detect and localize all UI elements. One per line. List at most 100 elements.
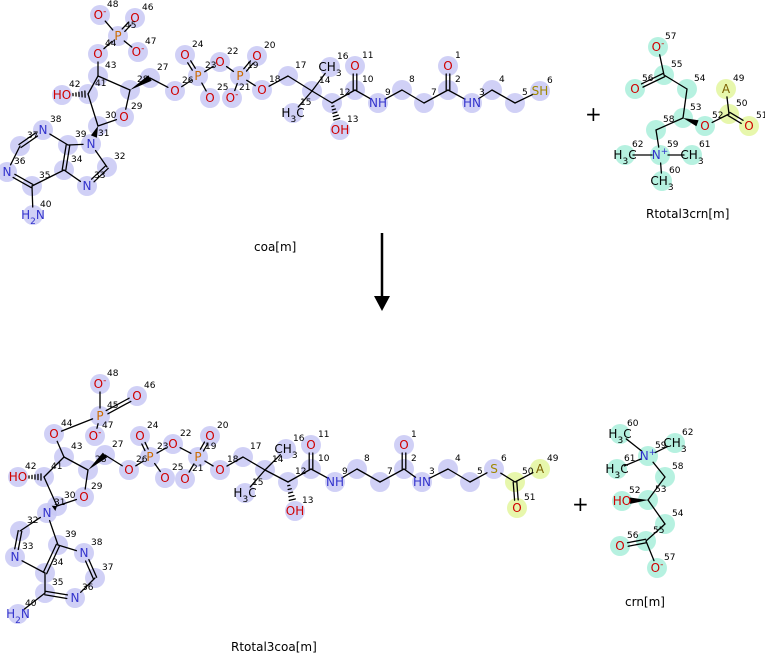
atom-index: 24 — [147, 421, 159, 431]
compound-name-coa: coa[m] — [254, 240, 296, 254]
atom-label-p: P — [96, 409, 103, 423]
single-bond — [663, 74, 688, 90]
single-bond — [682, 88, 688, 119]
atom-index: 22 — [180, 429, 191, 439]
atom-index: 49 — [547, 454, 559, 464]
atom-index: 9 — [385, 88, 391, 98]
single-bond — [514, 472, 534, 483]
atom-index: 36 — [82, 583, 94, 593]
single-bond — [96, 423, 99, 429]
single-bond — [647, 476, 666, 501]
atom-label-o: O — [630, 82, 639, 96]
single-bond — [287, 468, 312, 483]
single-bond — [201, 82, 207, 92]
atom-index: 33 — [22, 542, 33, 552]
atom-label-o: O — [350, 59, 359, 73]
single-bond — [423, 89, 449, 104]
atom-label-h3c: H3C — [608, 427, 631, 446]
single-bond — [9, 145, 21, 166]
atom-label-n-plus: N+ — [652, 147, 669, 162]
hash-bond — [331, 105, 335, 108]
atom-label-n-plus: N+ — [640, 448, 657, 463]
atom-label-n: N — [71, 591, 80, 605]
atom-label-n: N — [87, 137, 96, 151]
atom-highlight — [652, 171, 672, 191]
atom-label-p: P — [236, 69, 243, 83]
double-bond — [93, 167, 109, 183]
atom-highlight — [90, 5, 110, 25]
atom-index: 16 — [337, 52, 349, 62]
atom-label-ch3: CH3 — [680, 148, 703, 167]
atom-index: 11 — [362, 51, 373, 61]
atom-label-o: O — [119, 110, 128, 124]
atom-index: 16 — [293, 434, 305, 444]
hash-bond — [287, 491, 294, 494]
double-bond — [61, 144, 67, 171]
atom-index: 51 — [524, 493, 535, 503]
atom-index: 18 — [269, 75, 281, 85]
atom-label-o: O — [49, 427, 58, 441]
atom-highlight — [252, 80, 272, 100]
atom-highlight — [188, 66, 208, 86]
double-bond — [14, 530, 19, 550]
atom-label-n: N — [39, 123, 48, 137]
atom-highlight — [23, 205, 43, 225]
single-bond — [43, 456, 65, 478]
atom-label-n: N — [80, 546, 89, 560]
atom-index: 25 — [172, 463, 183, 473]
atom-index: 38 — [50, 115, 62, 125]
atom-label-o: O — [257, 83, 266, 97]
hash-bond — [287, 484, 291, 487]
atom-highlight — [81, 134, 101, 154]
hash-bond — [288, 494, 295, 498]
hash-bond — [332, 111, 338, 114]
atom-index: 36 — [14, 157, 26, 167]
atom-index: 34 — [71, 155, 83, 165]
single-bond — [310, 468, 329, 479]
single-bond — [104, 20, 114, 31]
atom-highlight — [235, 483, 255, 503]
double-bond — [90, 165, 107, 180]
single-bond — [94, 149, 108, 168]
single-bond — [246, 79, 256, 87]
atom-highlight — [484, 459, 504, 479]
atom-index: 43 — [71, 442, 82, 452]
atom-index: 15 — [300, 98, 311, 108]
double-bond — [516, 481, 519, 501]
atom-index: 29 — [131, 102, 143, 112]
atom-label-o: O — [615, 539, 624, 553]
plus-sign-bottom: + — [572, 492, 589, 516]
single-bond — [225, 65, 235, 73]
atom-highlight — [230, 66, 250, 86]
atom-highlight — [44, 424, 64, 444]
plus-sign-top: + — [585, 102, 602, 126]
single-bond — [153, 462, 162, 473]
atom-label-nh: NH — [369, 96, 387, 110]
atom-index: 39 — [65, 530, 77, 540]
atom-index: 45 — [125, 21, 136, 31]
single-bond — [341, 468, 358, 479]
atom-highlight — [188, 447, 208, 467]
single-bond — [242, 456, 266, 471]
hash-bond — [333, 117, 341, 121]
atom-highlight — [175, 45, 195, 65]
atom-label-h3c: H3C — [281, 106, 304, 125]
atom-label-hn: HN — [413, 475, 431, 489]
single-bond — [80, 577, 96, 593]
atom-label-nh: NH — [326, 475, 344, 489]
atom-index: 32 — [27, 516, 38, 526]
atom-highlight — [412, 472, 432, 492]
double-bond — [727, 114, 742, 125]
atom-highlight — [140, 447, 160, 467]
atom-highlight — [119, 460, 139, 480]
atom-index: 35 — [52, 578, 63, 588]
atom-highlight — [638, 446, 658, 466]
atom-highlight — [90, 374, 110, 394]
atom-index: 31 — [98, 129, 109, 139]
atom-label-o: O — [205, 429, 214, 443]
atom-highlight — [615, 145, 635, 165]
atom-index: 20 — [264, 41, 276, 51]
single-bond — [401, 89, 425, 104]
atom-index: 10 — [318, 454, 330, 464]
single-bond — [87, 93, 99, 127]
